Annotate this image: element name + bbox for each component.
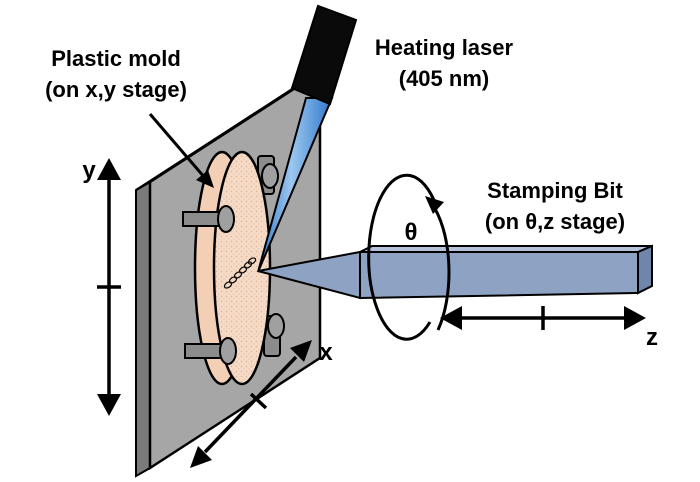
y-axis-label: y <box>82 157 96 184</box>
plate-side-edge <box>135 180 151 478</box>
z-axis-arrow <box>440 306 646 330</box>
stamping-bit <box>257 244 653 300</box>
laser-label-line1: Heating laser <box>375 35 514 60</box>
z-axis-label: z <box>646 324 658 351</box>
mold-label-line1: Plastic mold <box>51 46 181 71</box>
stamped-pattern <box>223 257 257 289</box>
rotation-arrow-icon <box>367 173 451 341</box>
laser-label-line2: (405 nm) <box>399 66 489 91</box>
heating-laser <box>257 4 358 273</box>
bit-label-line2: (on θ,z stage) <box>485 209 625 234</box>
x-axis-arrow <box>190 340 312 468</box>
mold-bolt-back-bottom <box>263 313 285 357</box>
mold-bolt-front-bottom <box>184 337 237 365</box>
bit-front-face <box>359 251 639 300</box>
mold-bolt-front-top <box>182 205 235 233</box>
theta-label: θ <box>405 219 418 246</box>
bit-label-line1: Stamping Bit <box>487 178 623 203</box>
bit-end-face <box>637 244 653 295</box>
x-axis-label: x <box>319 339 333 366</box>
y-axis-arrow <box>97 158 121 416</box>
mold-pointer-arrow <box>148 113 214 188</box>
mold-label-line2: (on x,y stage) <box>45 77 187 102</box>
laser-body-icon <box>290 4 358 106</box>
